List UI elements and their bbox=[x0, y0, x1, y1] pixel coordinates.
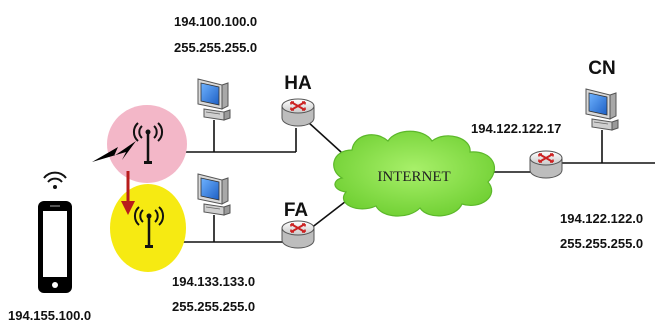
fa-router-icon bbox=[281, 220, 315, 249]
cn-label: CN bbox=[588, 58, 615, 79]
home-cell bbox=[107, 105, 187, 183]
cn-pc-icon bbox=[585, 88, 619, 131]
cn-network-address: 194.122.122.0 bbox=[560, 211, 643, 226]
cn-router-ip: 194.122.122.17 bbox=[471, 121, 561, 136]
foreign-pc-icon bbox=[197, 173, 231, 216]
ha-router-icon bbox=[281, 98, 315, 127]
mobile-node bbox=[38, 171, 72, 293]
home-pc-icon bbox=[197, 78, 231, 121]
handoff-arrow bbox=[121, 171, 135, 215]
foreign-network-mask: 255.255.255.0 bbox=[172, 299, 255, 314]
internet-label: INTERNET bbox=[377, 169, 450, 185]
cn-router-icon bbox=[529, 150, 563, 179]
cn-network-mask: 255.255.255.0 bbox=[560, 236, 643, 251]
internet-cloud: INTERNET bbox=[333, 130, 495, 217]
ha-label: HA bbox=[284, 73, 312, 94]
mobile-network-address: 194.155.100.0 bbox=[8, 308, 91, 323]
fa-label: FA bbox=[284, 200, 309, 221]
home-network-mask: 255.255.255.0 bbox=[174, 40, 257, 55]
foreign-network-address: 194.133.133.0 bbox=[172, 274, 255, 289]
foreign-cell bbox=[110, 184, 186, 272]
wireless-link-icon bbox=[92, 141, 136, 162]
home-network-address: 194.100.100.0 bbox=[174, 14, 257, 29]
wifi-icon bbox=[43, 171, 67, 189]
